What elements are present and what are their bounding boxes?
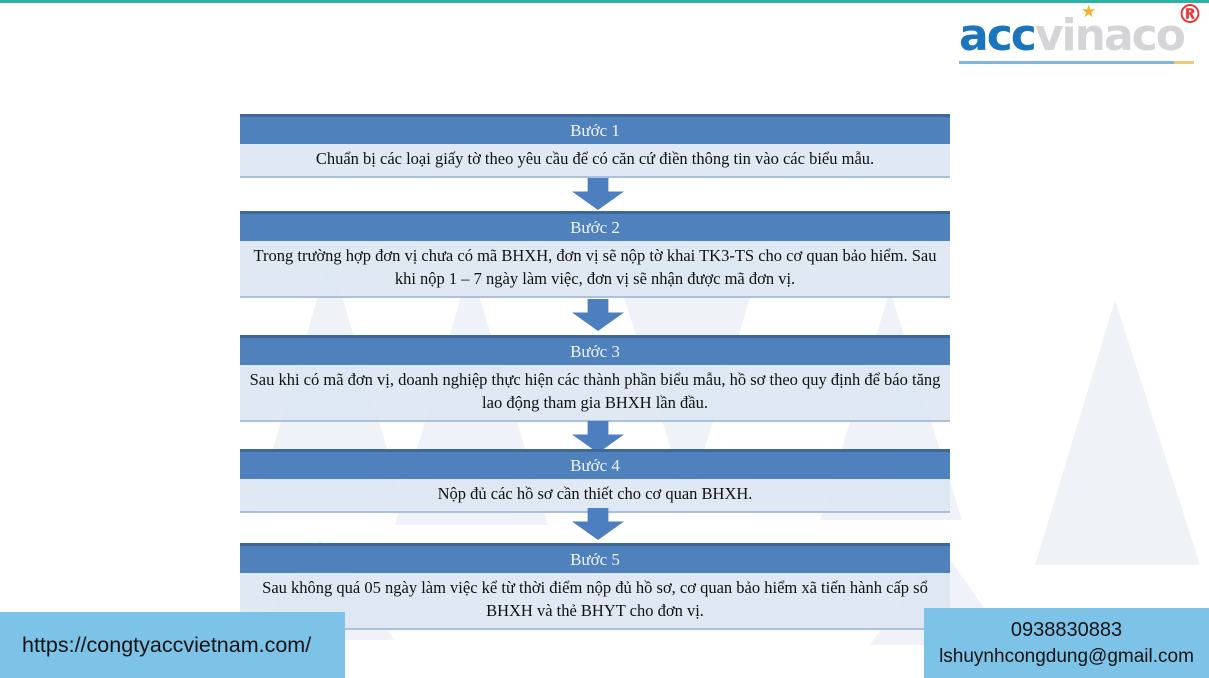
email-address[interactable]: lshuynhcongdung@gmail.com [939, 645, 1194, 667]
company-logo: ★ ® accvinaco [959, 0, 1203, 68]
star-icon: ★ [1081, 2, 1097, 21]
step-1: Bước 1 Chuẩn bị các loại giấy tờ theo yê… [240, 114, 950, 178]
logo-part-vinaco: vinaco [1034, 10, 1186, 61]
step-4: Bước 4 Nộp đủ các hồ sơ cần thiết cho cơ… [240, 449, 950, 513]
step-2-header: Bước 2 [240, 211, 950, 241]
website-url[interactable]: https://congtyaccvietnam.com/ [22, 632, 312, 657]
step-4-body: Nộp đủ các hồ sơ cần thiết cho cơ quan B… [240, 479, 950, 513]
step-5: Bước 5 Sau không quá 05 ngày làm việc kể… [240, 543, 950, 630]
phone-number: 0938830883 [1010, 618, 1123, 641]
step-2-body: Trong trường hợp đơn vị chưa có mã BHXH,… [240, 241, 950, 298]
step-3: Bước 3 Sau khi có mã đơn vị, doanh nghiệ… [240, 335, 950, 422]
step-3-header: Bước 3 [240, 335, 950, 365]
top-accent-line [0, 0, 1209, 3]
website-link-box[interactable]: https://congtyaccvietnam.com/ [0, 612, 345, 678]
logo-text: accvinaco [959, 14, 1186, 58]
registered-trademark-icon: ® [1177, 0, 1203, 30]
logo-part-acc: acc [959, 10, 1037, 61]
step-2: Bước 2 Trong trường hợp đơn vị chưa có m… [240, 211, 950, 298]
contact-info-box: 0938830883 lshuynhcongdung@gmail.com [924, 608, 1209, 678]
arrow-down-icon [572, 508, 624, 540]
arrow-down-icon [572, 299, 624, 331]
step-4-header: Bước 4 [240, 449, 950, 479]
logo-underline-tip [1174, 61, 1194, 64]
step-1-header: Bước 1 [240, 114, 950, 144]
logo-underline [959, 61, 1174, 64]
step-3-body: Sau khi có mã đơn vị, doanh nghiệp thực … [240, 365, 950, 422]
step-5-header: Bước 5 [240, 543, 950, 573]
arrow-down-icon [572, 178, 624, 210]
step-5-body: Sau không quá 05 ngày làm việc kể từ thờ… [240, 573, 950, 630]
step-1-body: Chuẩn bị các loại giấy tờ theo yêu cầu đ… [240, 144, 950, 178]
